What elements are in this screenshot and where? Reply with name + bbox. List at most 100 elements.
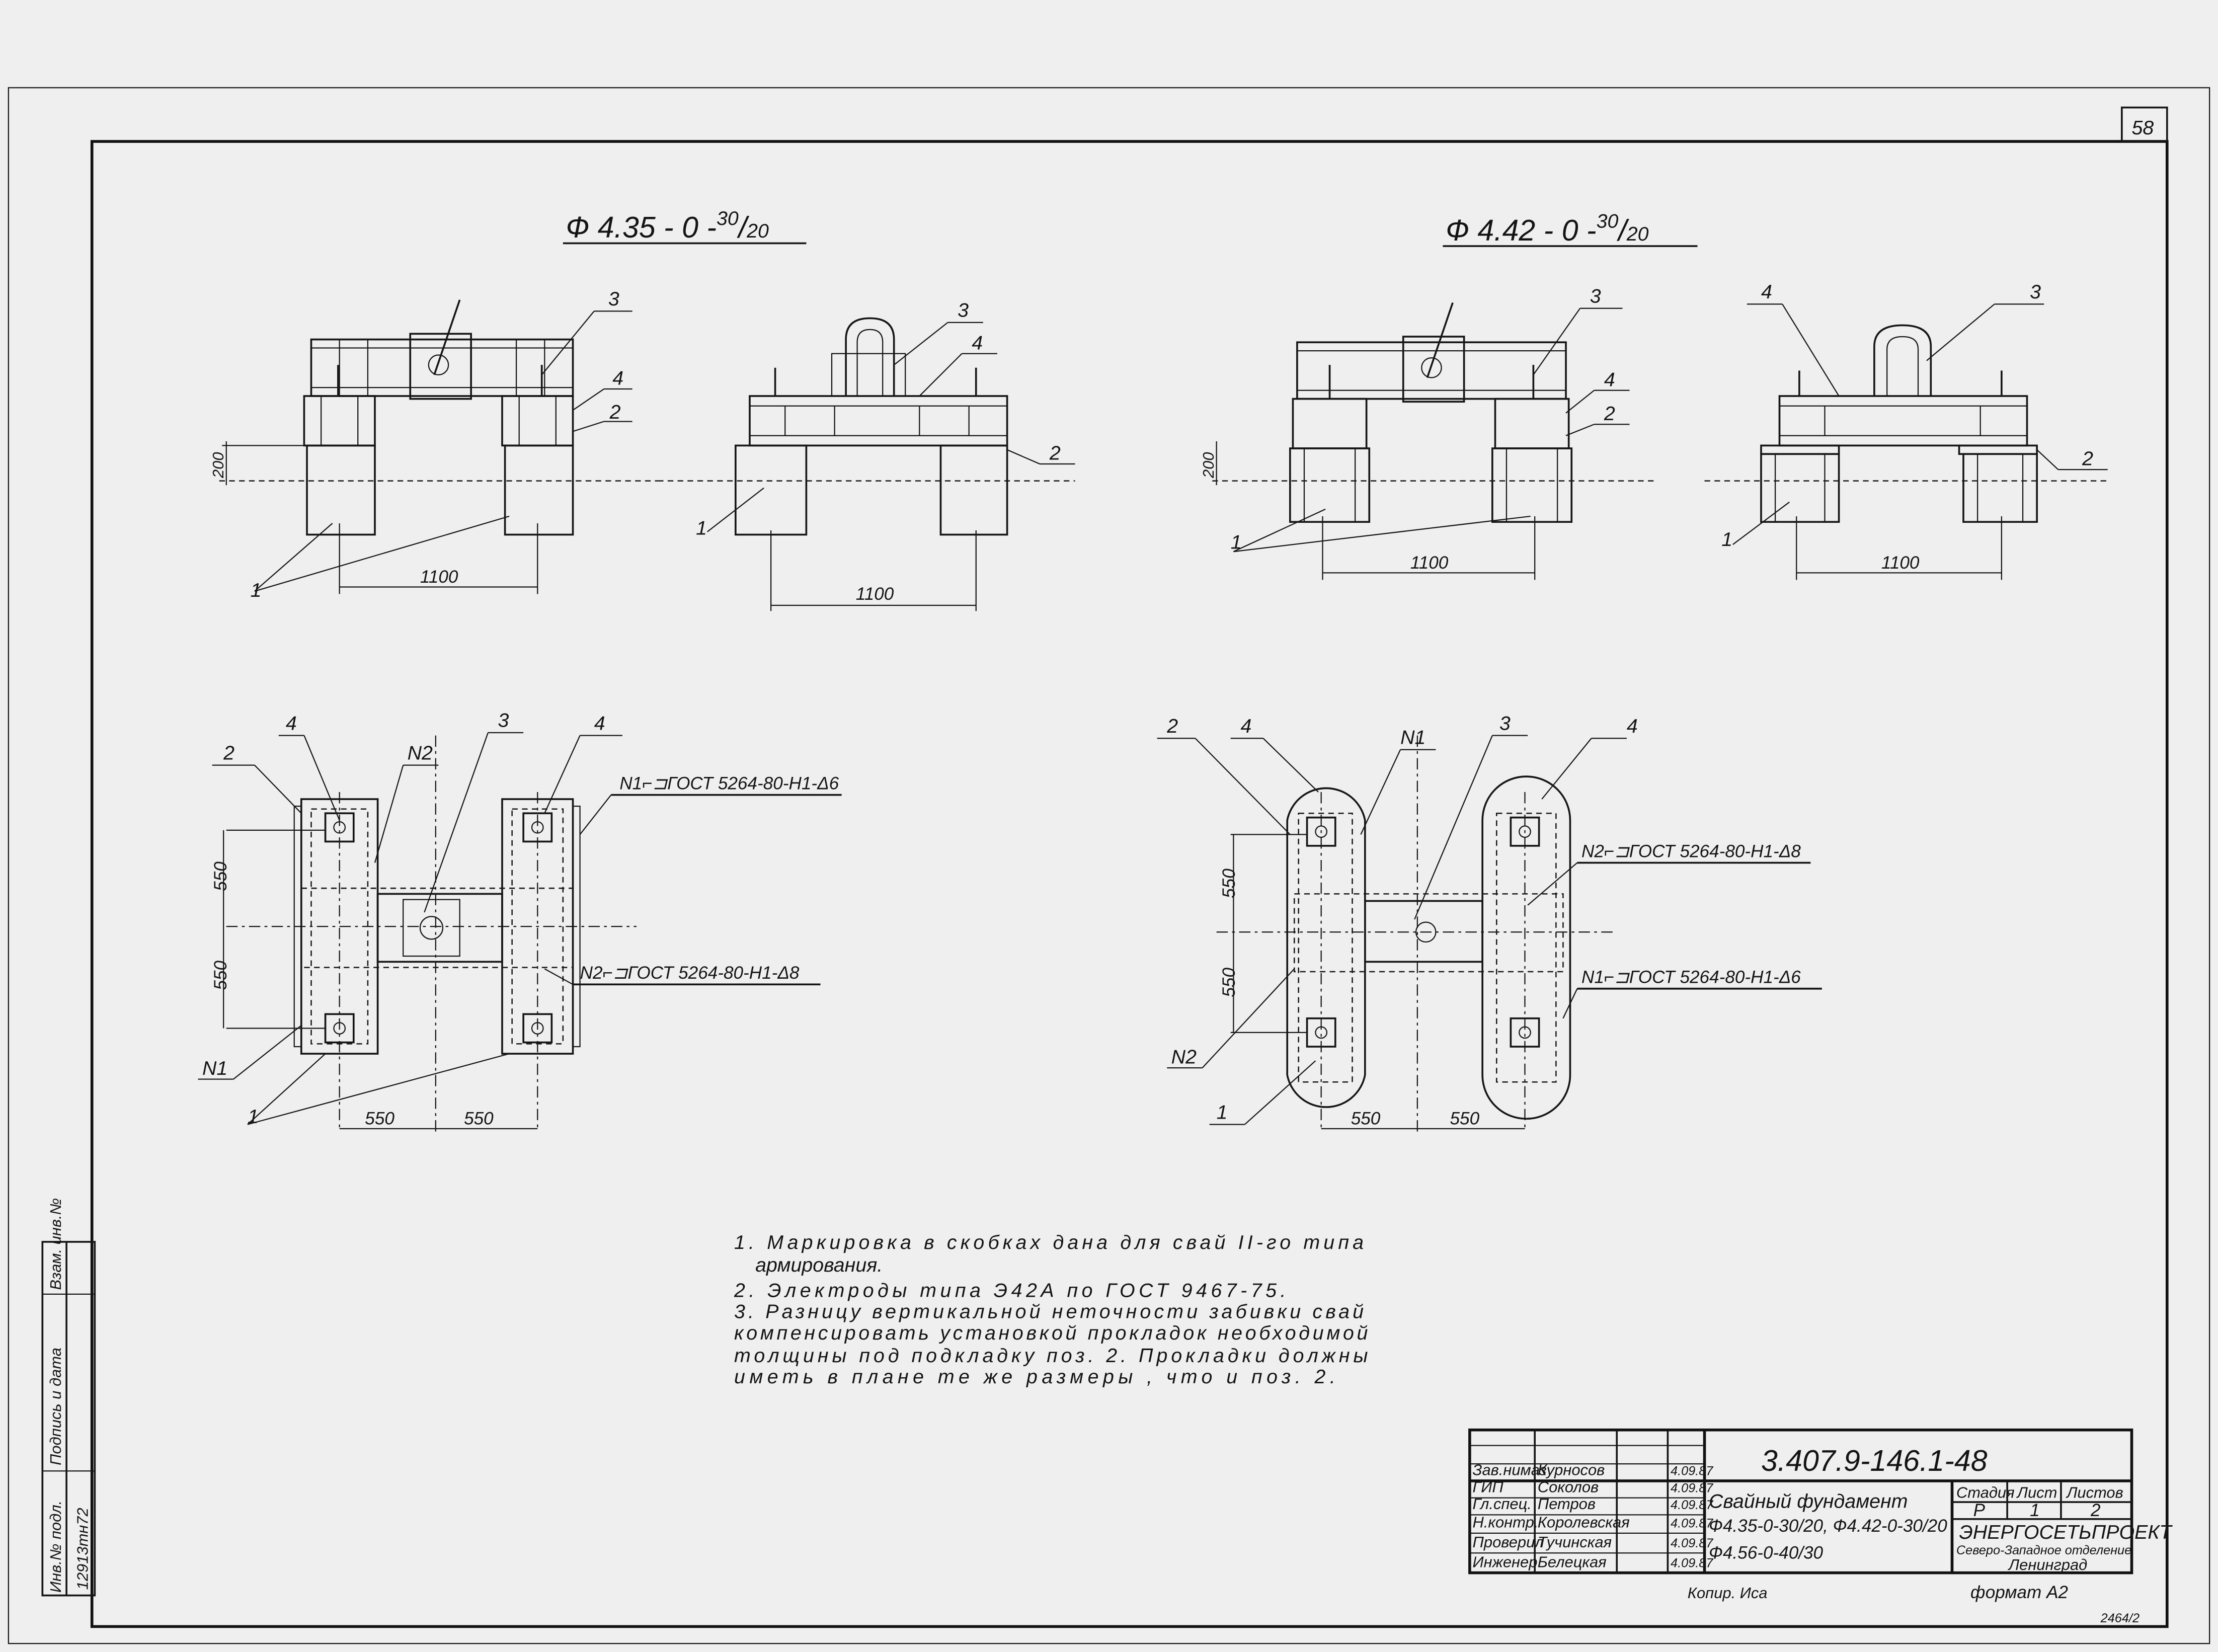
drawing-name-line-2: Ф4.35-0-30/20, Ф4.42-0-30/20	[1709, 1516, 1947, 1536]
general-notes: 1. Маркировка в скобках дана для свай II…	[734, 1231, 1368, 1388]
staff-date: 4.09.87	[1671, 1481, 1713, 1495]
pos-2-label: 2	[1049, 442, 1061, 464]
dim-1100: 1100	[420, 567, 458, 587]
staff-name: Петров	[1538, 1495, 1596, 1513]
dim-1100: 1100	[1881, 553, 1920, 573]
pos-3-label: 3	[498, 710, 509, 732]
stage-label: Стадия	[1956, 1484, 2015, 1502]
pos-3-label: 3	[608, 288, 619, 310]
dim-550: 550	[464, 1109, 494, 1129]
staff-role: Н.контр.	[1472, 1514, 1538, 1531]
staff-date: 4.09.87	[1671, 1536, 1713, 1550]
pos-4-label: 4	[1604, 368, 1615, 390]
side-stamp: Инв.№ подл. Подпись и дата Взам. инв.№ 1…	[41, 1198, 96, 1597]
stage-value: Р	[1973, 1501, 1986, 1520]
organization-city: Ленинград	[2008, 1556, 2087, 1574]
pos-4-label: 4	[1627, 715, 1638, 737]
staff-date: 4.09.87	[1671, 1517, 1713, 1531]
svg-text:Ф 4.42 - 0 -30/20: Ф 4.42 - 0 -30/20	[1446, 210, 1649, 247]
sheet-label: Лист	[2016, 1484, 2057, 1502]
elevation-side-view-2: 1100 1 3 4 2	[658, 299, 1075, 611]
dim-200: 200	[1200, 452, 1217, 479]
dim-1100: 1100	[1410, 553, 1449, 573]
pos-3-label: 3	[1590, 285, 1601, 307]
note-line: компенсировать установкой прокладок необ…	[734, 1322, 1368, 1344]
pos-4-label: 4	[612, 367, 623, 389]
sheet-number: 58	[2132, 117, 2154, 139]
note-line: 1. Маркировка в скобках дана для свай II…	[734, 1231, 1364, 1253]
drawing-name-line-1: Свайный фундамент	[1709, 1490, 1908, 1512]
dim-550: 550	[211, 960, 230, 990]
sheet-frame	[8, 87, 2210, 1644]
staff-name: Курносов	[1538, 1461, 1605, 1479]
archive-number: 2464/2	[2100, 1611, 2140, 1625]
pos-3-label: 3	[958, 299, 969, 322]
pos-1-label: 1	[1217, 1101, 1228, 1123]
organization-name: ЭНЕРГОСЕТЬПРОЕКТ	[1959, 1521, 2173, 1543]
note-line: 3. Разницу вертикальной неточности забив…	[734, 1301, 1364, 1323]
dim-550: 550	[365, 1109, 394, 1129]
pos-1-label: 1	[1721, 528, 1732, 550]
pos-2-label: 2	[223, 742, 234, 764]
note-line: армирования.	[755, 1254, 883, 1276]
stamp-sign-label: Подпись и дата	[47, 1348, 64, 1465]
stamp-inv-label: Инв.№ подл.	[47, 1501, 64, 1593]
staff-role: Гл.спец.	[1472, 1495, 1531, 1513]
elevation-side-view-4: 1100 1 4 3 2	[1704, 281, 2108, 580]
pos-4-label: 4	[1240, 715, 1251, 737]
document-code: 3.407.9-146.1-48	[1761, 1444, 1988, 1477]
dim-1100: 1100	[856, 584, 894, 604]
svg-text:Ф 4.35 - 0 -30/20: Ф 4.35 - 0 -30/20	[566, 207, 769, 244]
dim-550: 550	[211, 861, 230, 891]
weld-callout-n2: N2⌐⊐ГОСТ 5264-80-Н1-Δ8	[1581, 841, 1801, 861]
note-line: иметь в плане те же размеры , что и поз.…	[734, 1366, 1335, 1388]
staff-name: Соколов	[1538, 1478, 1599, 1496]
pos-3-label: 3	[2030, 281, 2041, 303]
right-view-title: Ф 4.42 - 0 -30/20	[1443, 210, 1698, 247]
dim-550: 550	[1351, 1109, 1381, 1129]
note-line: толщины под подкладку поз. 2. Прокладки …	[734, 1345, 1368, 1367]
staff-date: 4.09.87	[1671, 1498, 1713, 1512]
weld-n2-label: N2	[1171, 1046, 1197, 1068]
sheets-value: 2	[2090, 1501, 2101, 1520]
dim-550: 550	[1219, 869, 1239, 898]
pos-4-label: 4	[972, 332, 983, 354]
weld-n1-label: N1	[1400, 726, 1425, 748]
pos-4-label: 4	[1761, 281, 1772, 303]
dim-550: 550	[1450, 1109, 1480, 1129]
plan-view-right: 550 550 550 550 2 4 N1 3 4 N2⌐⊐ГОСТ 5264…	[1157, 712, 1822, 1132]
staff-date: 4.09.87	[1671, 1556, 1713, 1570]
organization-branch: Северо-Западное отделение	[1956, 1543, 2131, 1557]
weld-n1-label: N1	[202, 1057, 227, 1079]
dim-200: 200	[209, 452, 227, 479]
staff-role: Зав.нимаз	[1472, 1461, 1546, 1479]
pos-2-label: 2	[1604, 403, 1615, 425]
sheets-label: Листов	[2066, 1484, 2123, 1502]
sheet-value: 1	[2030, 1501, 2040, 1520]
weld-n2-label: N2	[408, 742, 433, 764]
pos-2-label: 2	[1166, 715, 1178, 737]
stamp-inv-value: 12913тн72	[73, 1508, 91, 1590]
drawing-name-line-3: Ф4.56-0-40/30	[1709, 1543, 1824, 1562]
stamp-replace-label: Взам. инв.№	[47, 1198, 64, 1290]
pos-1-label: 1	[696, 517, 707, 539]
pos-3-label: 3	[1499, 712, 1511, 734]
plan-view-left: 550 550 550 550 2 4 N2 3 4 N1⌐⊐ГОСТ 5264…	[198, 710, 842, 1132]
pos-4-label: 4	[286, 712, 297, 734]
weld-callout-n1: N1⌐⊐ГОСТ 5264-80-Н1-Δ6	[1581, 967, 1801, 987]
staff-role: ГИП	[1472, 1478, 1503, 1496]
staff-name: Королевская	[1538, 1514, 1630, 1531]
pos-2-label: 2	[2082, 448, 2093, 470]
pos-1-label: 1	[1231, 531, 1242, 554]
copied-by: Копир. Иса	[1688, 1584, 1768, 1602]
elevation-frame-view-3: 200 1100 1 3 4 2	[1200, 285, 1658, 580]
staff-date: 4.09.87	[1671, 1464, 1713, 1478]
pos-1-label: 1	[248, 1106, 259, 1128]
note-line: 2. Электроды типа Э42А по ГОСТ 9467-75.	[734, 1279, 1286, 1301]
dim-550: 550	[1219, 968, 1239, 997]
left-view-title: Ф 4.35 - 0 -30/20	[563, 207, 807, 245]
title-block	[1468, 1428, 2133, 1575]
pos-4-label: 4	[594, 712, 605, 734]
